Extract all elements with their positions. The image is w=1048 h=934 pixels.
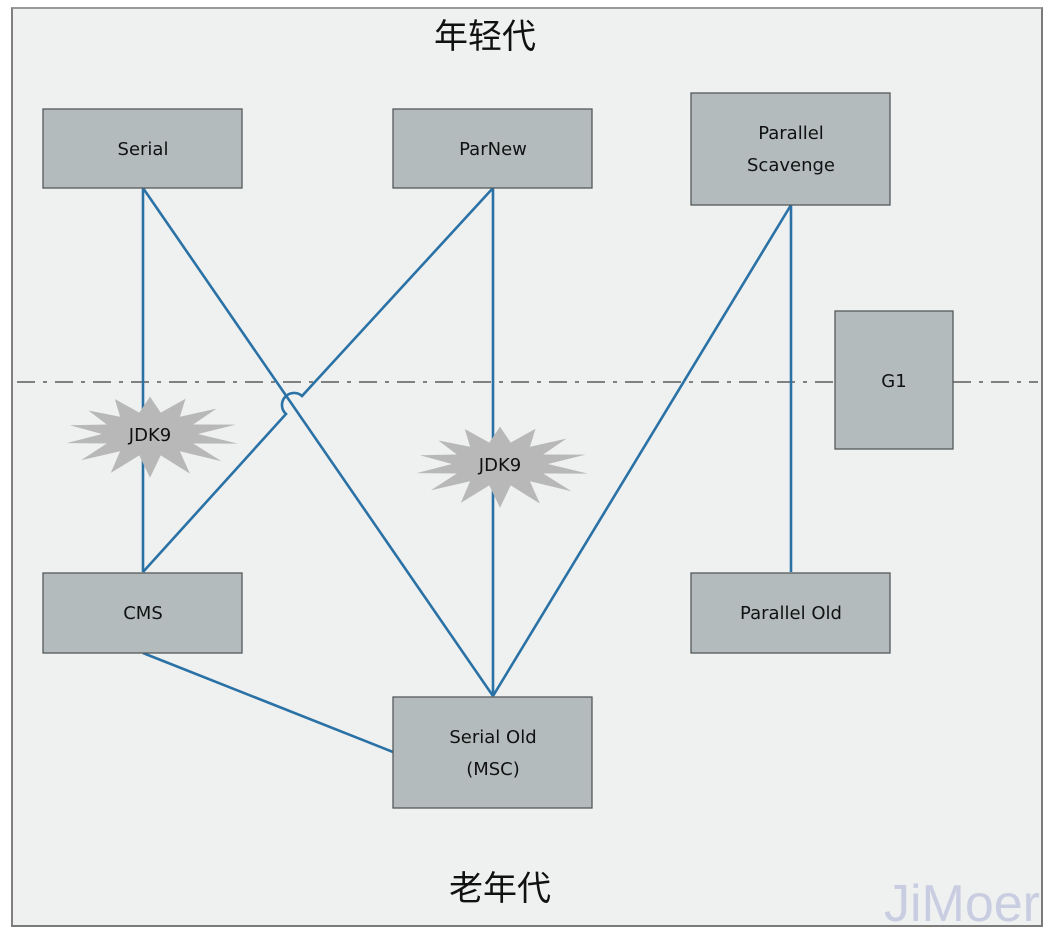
edge-parallel-scavenge-serial-old: [491, 204, 793, 697]
node-label: Serial: [118, 139, 169, 160]
node-parallel-old[interactable]: Parallel Old: [690, 572, 891, 654]
node-label: G1: [881, 371, 906, 392]
node-label: ParNew: [459, 139, 527, 160]
node-label: Parallel Old: [740, 603, 842, 624]
jdk9-deprecation-badge-middle: JDK9: [416, 426, 588, 508]
node-parnew[interactable]: ParNew: [392, 108, 593, 189]
young-generation-label: 年轻代: [434, 17, 536, 57]
node-label: CMS: [123, 603, 163, 624]
node-serial[interactable]: Serial: [42, 108, 243, 189]
starburst-icon: [66, 396, 238, 478]
watermark: JiMoer: [884, 875, 1040, 933]
node-label-line1: Parallel: [758, 123, 824, 144]
old-generation-label: 老年代: [449, 869, 551, 909]
node-cms[interactable]: CMS: [42, 572, 243, 654]
node-parallel-scavenge[interactable]: Parallel Scavenge: [690, 92, 891, 206]
edge-parnew-cms: [142, 187, 494, 573]
starburst-icon: [416, 426, 588, 508]
node-label-line2: Scavenge: [747, 155, 835, 176]
node-serial-old[interactable]: Serial Old (MSC): [392, 696, 593, 809]
jdk9-badge-label: JDK9: [128, 425, 171, 446]
edge-cms-serial-old: [142, 651, 394, 754]
node-label-line1: Serial Old: [449, 727, 536, 748]
node-g1[interactable]: G1: [834, 310, 954, 450]
jdk9-deprecation-badge-left: JDK9: [66, 396, 238, 478]
node-label-line2: (MSC): [466, 759, 520, 780]
jdk9-badge-label: JDK9: [478, 455, 521, 476]
edge-serial-serial-old: [141, 187, 495, 697]
